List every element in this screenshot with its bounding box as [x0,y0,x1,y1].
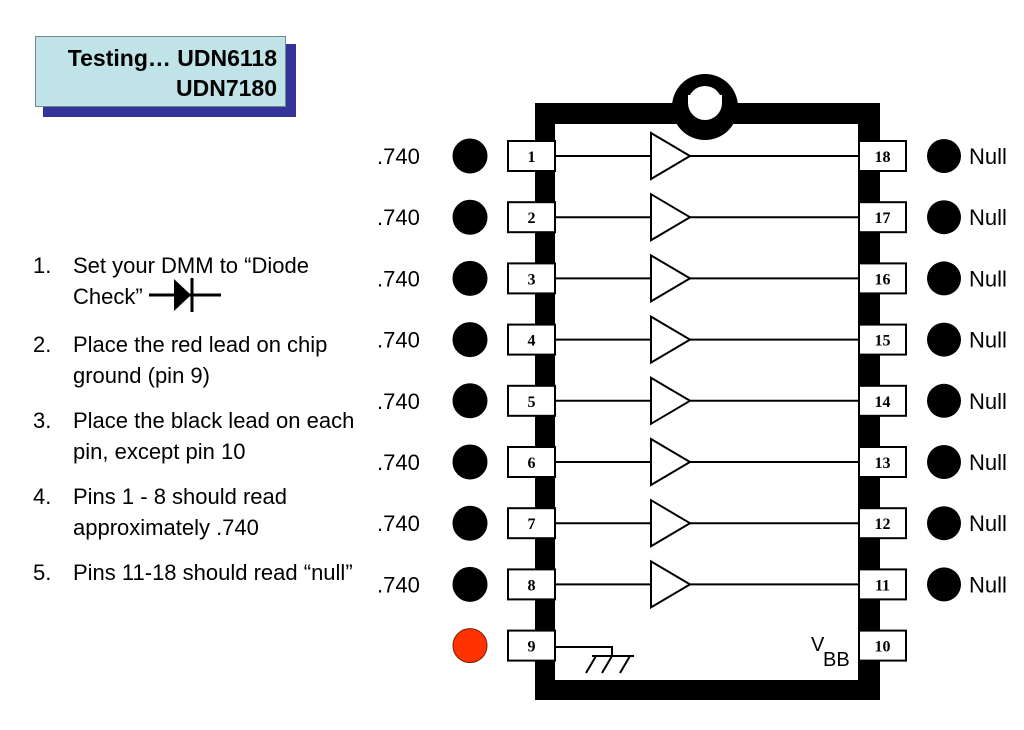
pin-box-10 [858,629,907,662]
probe-dot-black [452,505,488,541]
pin-number: 11 [875,577,890,594]
instruction-step: 2. Place the red lead on chip ground (pi… [33,329,363,391]
probe-dot-black [927,200,961,235]
buffer-icon [650,131,692,181]
buffer-icon [650,314,692,365]
pin-number: 6 [528,455,536,472]
step-text: Pins 1 - 8 should read approximately .74… [73,484,288,541]
title-line-2: UDN7180 [176,75,277,101]
pin-number: 12 [875,516,891,533]
step-number: 2. [33,332,52,358]
probe-dot-black [452,566,488,602]
step-text: Set your DMM to “Diode Check” [73,250,363,315]
pin-reading: .740 [377,144,420,169]
vbb-subscript: BB [823,649,850,671]
step-number: 5. [33,560,52,586]
pin-reading: Null [969,328,1007,353]
step-text: Pins 11-18 should read “null” [73,560,353,586]
pin-number: 9 [528,639,536,656]
probe-dot-black [452,138,488,174]
probe-dot-black [927,506,961,541]
pin-number: 17 [875,210,891,227]
chip-notch-gap [688,95,722,103]
pin-box-1 [507,140,556,172]
pin-number: 18 [875,149,891,166]
pin-number: 1 [528,149,536,166]
buffer-icon [650,376,692,426]
pin-box-18 [858,140,907,172]
pin-box-3 [507,262,556,295]
step-number: 3. [33,408,52,434]
pin-number: 3 [528,271,536,288]
instruction-step: 4. Pins 1 - 8 should read approximately … [33,481,363,543]
pin-box-8 [507,568,556,601]
instruction-list: 1. Set your DMM to “Diode Check” 2. Plac… [33,250,363,602]
pin-reading: Null [969,511,1007,536]
buffer-icon [650,253,692,304]
instruction-step: 3. Place the black lead on each pin, exc… [33,405,363,467]
buffer-icon [650,192,692,242]
pin-reading: .740 [377,450,420,475]
pin-reading: Null [969,450,1007,475]
pin-number: 14 [875,394,891,411]
pin-box-15 [858,323,907,356]
diode-icon [148,278,221,313]
pin-reading: Null [969,205,1007,230]
pin-number: 16 [875,271,891,288]
pin-reading: .740 [377,266,420,291]
step-number: 4. [33,484,52,510]
step-number: 1. [33,253,52,278]
pin-reading: .740 [377,328,420,353]
pin-reading: .740 [377,205,420,230]
pin-box-14 [858,384,907,417]
vbb-label: V [811,634,825,656]
pin-reading: Null [969,572,1007,597]
pin-reading: .740 [377,572,420,597]
pin-reading: .740 [377,389,420,414]
probe-dot-black [452,383,488,419]
pin-reading: Null [969,266,1007,291]
pin-number: 5 [528,394,536,411]
probe-dot-black [452,260,488,296]
pin-number: 2 [528,210,536,227]
pin-number: 7 [528,516,536,533]
step-text-content: Set your DMM to “Diode Check” [73,253,309,309]
probe-dot-black [927,445,961,479]
title-box: Testing… UDN6118 UDN7180 [35,36,286,107]
pin-reading: Null [969,389,1007,414]
probe-dot-black [452,444,488,480]
pin-number: 10 [875,639,891,656]
probe-dot-black [927,139,961,173]
step-text: Place the red lead on chip ground (pin 9… [73,332,328,389]
pin-reading: Null [969,144,1007,169]
probe-dot-black [927,567,961,602]
ground-icon [555,646,634,674]
probe-dot-black [927,322,961,357]
probe-dot-black [452,322,488,358]
buffer-icon [650,498,692,548]
pin-box-9 [507,629,556,662]
title-line-1: Testing… UDN6118 [67,45,277,71]
pin-number: 8 [528,577,536,594]
pin-number: 13 [875,455,891,472]
pin-reading: .740 [377,511,420,536]
probe-dot-black [927,383,961,418]
instruction-step: 5. Pins 11-18 should read “null” [33,557,363,588]
buffer-icon [650,437,692,487]
buffer-icon [650,559,692,610]
probe-dot-red [452,628,488,664]
probe-dot-black [927,261,961,296]
pin-number: 15 [875,333,891,350]
pin-box-5 [507,384,556,417]
pin-number: 4 [528,333,536,350]
pin-box-16 [858,262,907,295]
step-text: Place the black lead on each pin, except… [73,408,355,465]
instruction-step: 1. Set your DMM to “Diode Check” [33,250,363,315]
probe-dot-black [452,199,488,235]
